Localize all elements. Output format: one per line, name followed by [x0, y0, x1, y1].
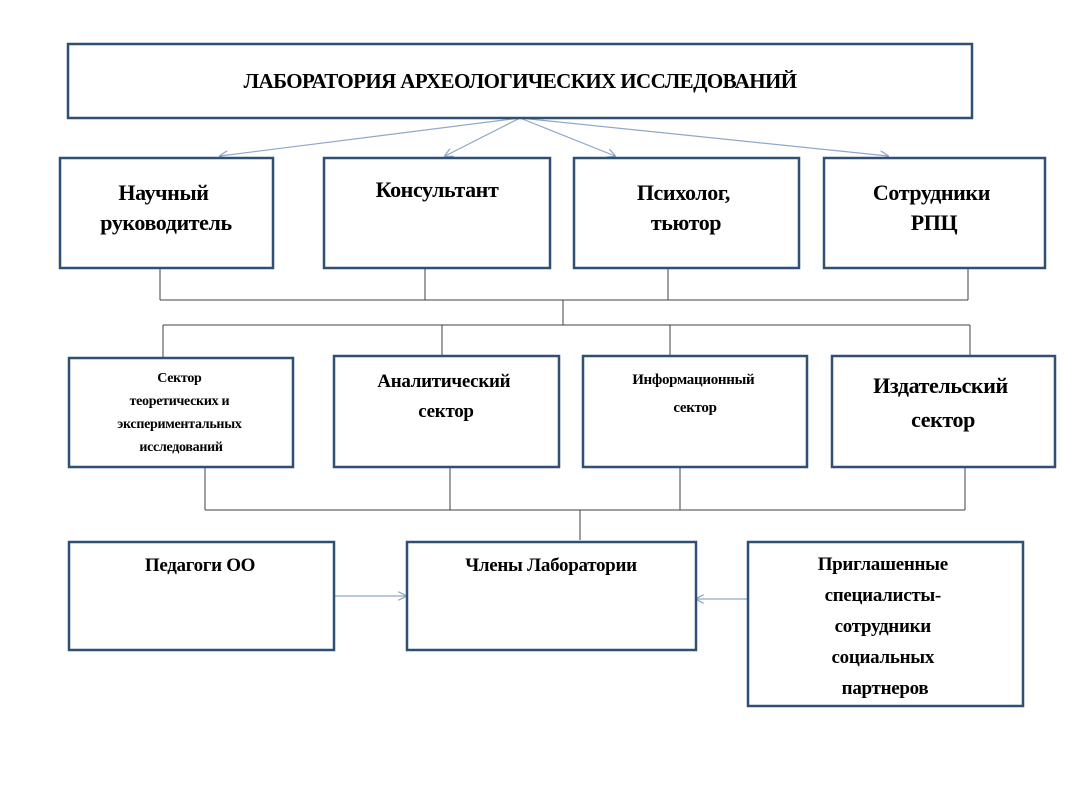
- box-supervisor-text: Научный руководитель: [100, 180, 232, 235]
- box-psychologist: Психолог, тьютор: [572, 156, 801, 270]
- box-consultant: Консультант: [322, 156, 552, 270]
- box-research-sector-text: Сектор теоретических и экспериментальных…: [117, 371, 244, 455]
- box-supervisor: Научный руководитель: [58, 156, 275, 270]
- arrow-to-staff: [519, 117, 888, 156]
- tier1-tier2-connectors: [159, 268, 971, 358]
- box-analytical-sector-text: Аналитический сектор: [377, 371, 514, 422]
- tier2-tier3-connectors: [204, 467, 966, 540]
- box-staff: Сотрудники РПЦ: [822, 156, 1047, 270]
- box-teachers-text: Педагоги ОО: [145, 555, 255, 576]
- box-information-sector: Информационный сектор: [581, 354, 809, 469]
- box-teachers: Педагоги ОО: [67, 540, 336, 652]
- box-consultant-text: Консультант: [376, 177, 499, 202]
- box-research-sector: Сектор теоретических и экспериментальных…: [67, 356, 295, 469]
- arrow-to-psychologist: [519, 117, 615, 156]
- box-psychologist-text: Психолог, тьютор: [637, 180, 735, 235]
- arrow-to-supervisor: [220, 117, 521, 156]
- lab-title: ЛАБОРАТОРИЯ АРХЕОЛОГИЧЕСКИХ ИССЛЕДОВАНИЙ: [244, 69, 797, 93]
- box-staff-text: Сотрудники РПЦ: [873, 180, 995, 235]
- box-publishing-sector-text: Издательский сектор: [873, 373, 1013, 432]
- box-invited-specialists: Приглашенные специалисты- сотрудники соц…: [746, 540, 1025, 708]
- arrow-to-consultant: [445, 117, 521, 156]
- members-arrows: [334, 596, 748, 599]
- box-publishing-sector: Издательский сектор: [830, 354, 1057, 469]
- lab-title-box: ЛАБОРАТОРИЯ АРХЕОЛОГИЧЕСКИХ ИССЛЕДОВАНИЙ: [66, 42, 974, 120]
- box-members: Члены Лаборатории: [405, 540, 698, 652]
- title-arrows: [220, 117, 888, 156]
- box-invited-specialists-text: Приглашенные специалисты- сотрудники соц…: [818, 554, 953, 699]
- box-members-text: Члены Лаборатории: [465, 555, 637, 576]
- box-analytical-sector: Аналитический сектор: [332, 354, 561, 469]
- box-information-sector-text: Информационный сектор: [632, 372, 758, 416]
